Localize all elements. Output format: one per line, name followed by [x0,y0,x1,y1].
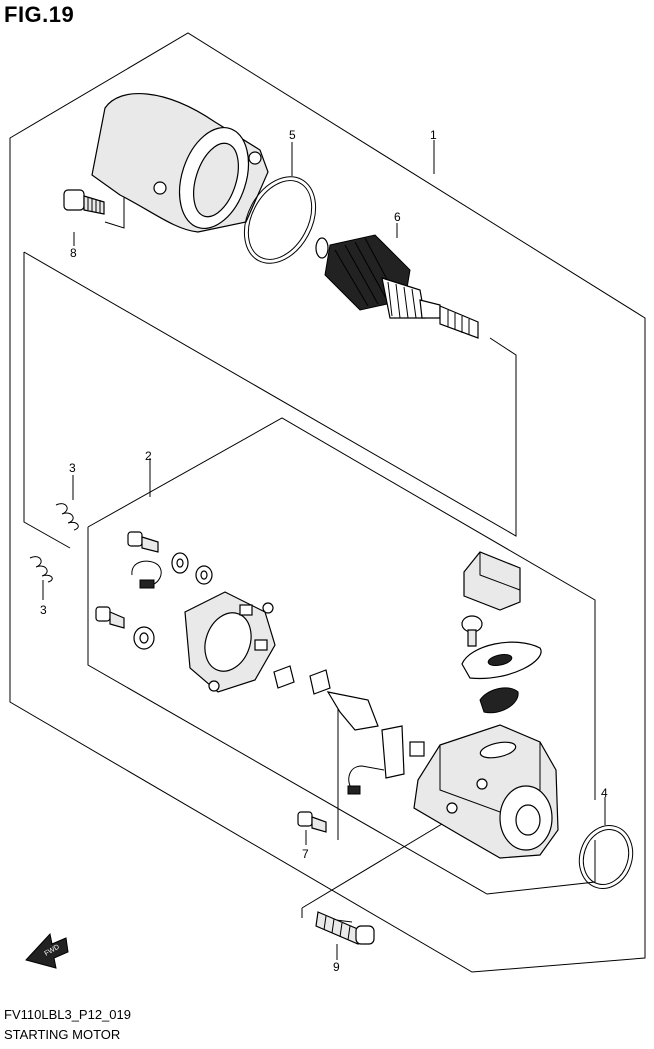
leader-lines [42,140,606,960]
o-ring-4 [578,825,634,889]
terminal-insulator-plate [461,641,542,680]
callout-2: 2 [145,449,152,463]
spring-3-upper [55,503,79,531]
bolt-8 [63,189,105,215]
end-cover [413,724,559,859]
callout-4: 4 [601,786,608,800]
callout-3-upper: 3 [69,461,76,475]
armature-6 [315,234,479,339]
spring-3-lower [29,556,53,583]
washer-lower [133,626,155,650]
callout-8: 8 [70,246,77,260]
callout-3-lower: 3 [40,603,47,617]
assembly-frame-1 [9,32,646,973]
o-ring-5 [243,176,317,264]
callout-5: 5 [289,128,296,142]
brush-screw-lower [95,606,125,629]
figure-title: FIG.19 [4,2,75,27]
assembly-frame-2 [87,417,596,895]
terminal-screw [461,615,483,647]
bolt-9 [315,911,375,945]
brush-holder [184,591,276,693]
drawing-code: FV110LBL3_P12_019 [4,1007,131,1022]
brush-screw-upper [127,531,159,553]
figure-caption: STARTING MOTOR [4,1027,121,1042]
screw-7 [297,811,327,833]
callout-6: 6 [394,210,401,224]
terminal-cap [463,551,521,611]
terminal-grommet [479,687,519,714]
terminal-plate [326,691,425,795]
motor-yoke [91,92,269,233]
callout-9: 9 [333,960,340,974]
armature-frame [23,251,517,549]
brush-small [273,665,331,695]
washers-upper [171,552,213,585]
callout-7: 7 [302,847,309,861]
fwd-arrow-icon: FWD [25,932,69,969]
brush-lead-upper [131,560,162,589]
callout-1: 1 [430,128,437,142]
